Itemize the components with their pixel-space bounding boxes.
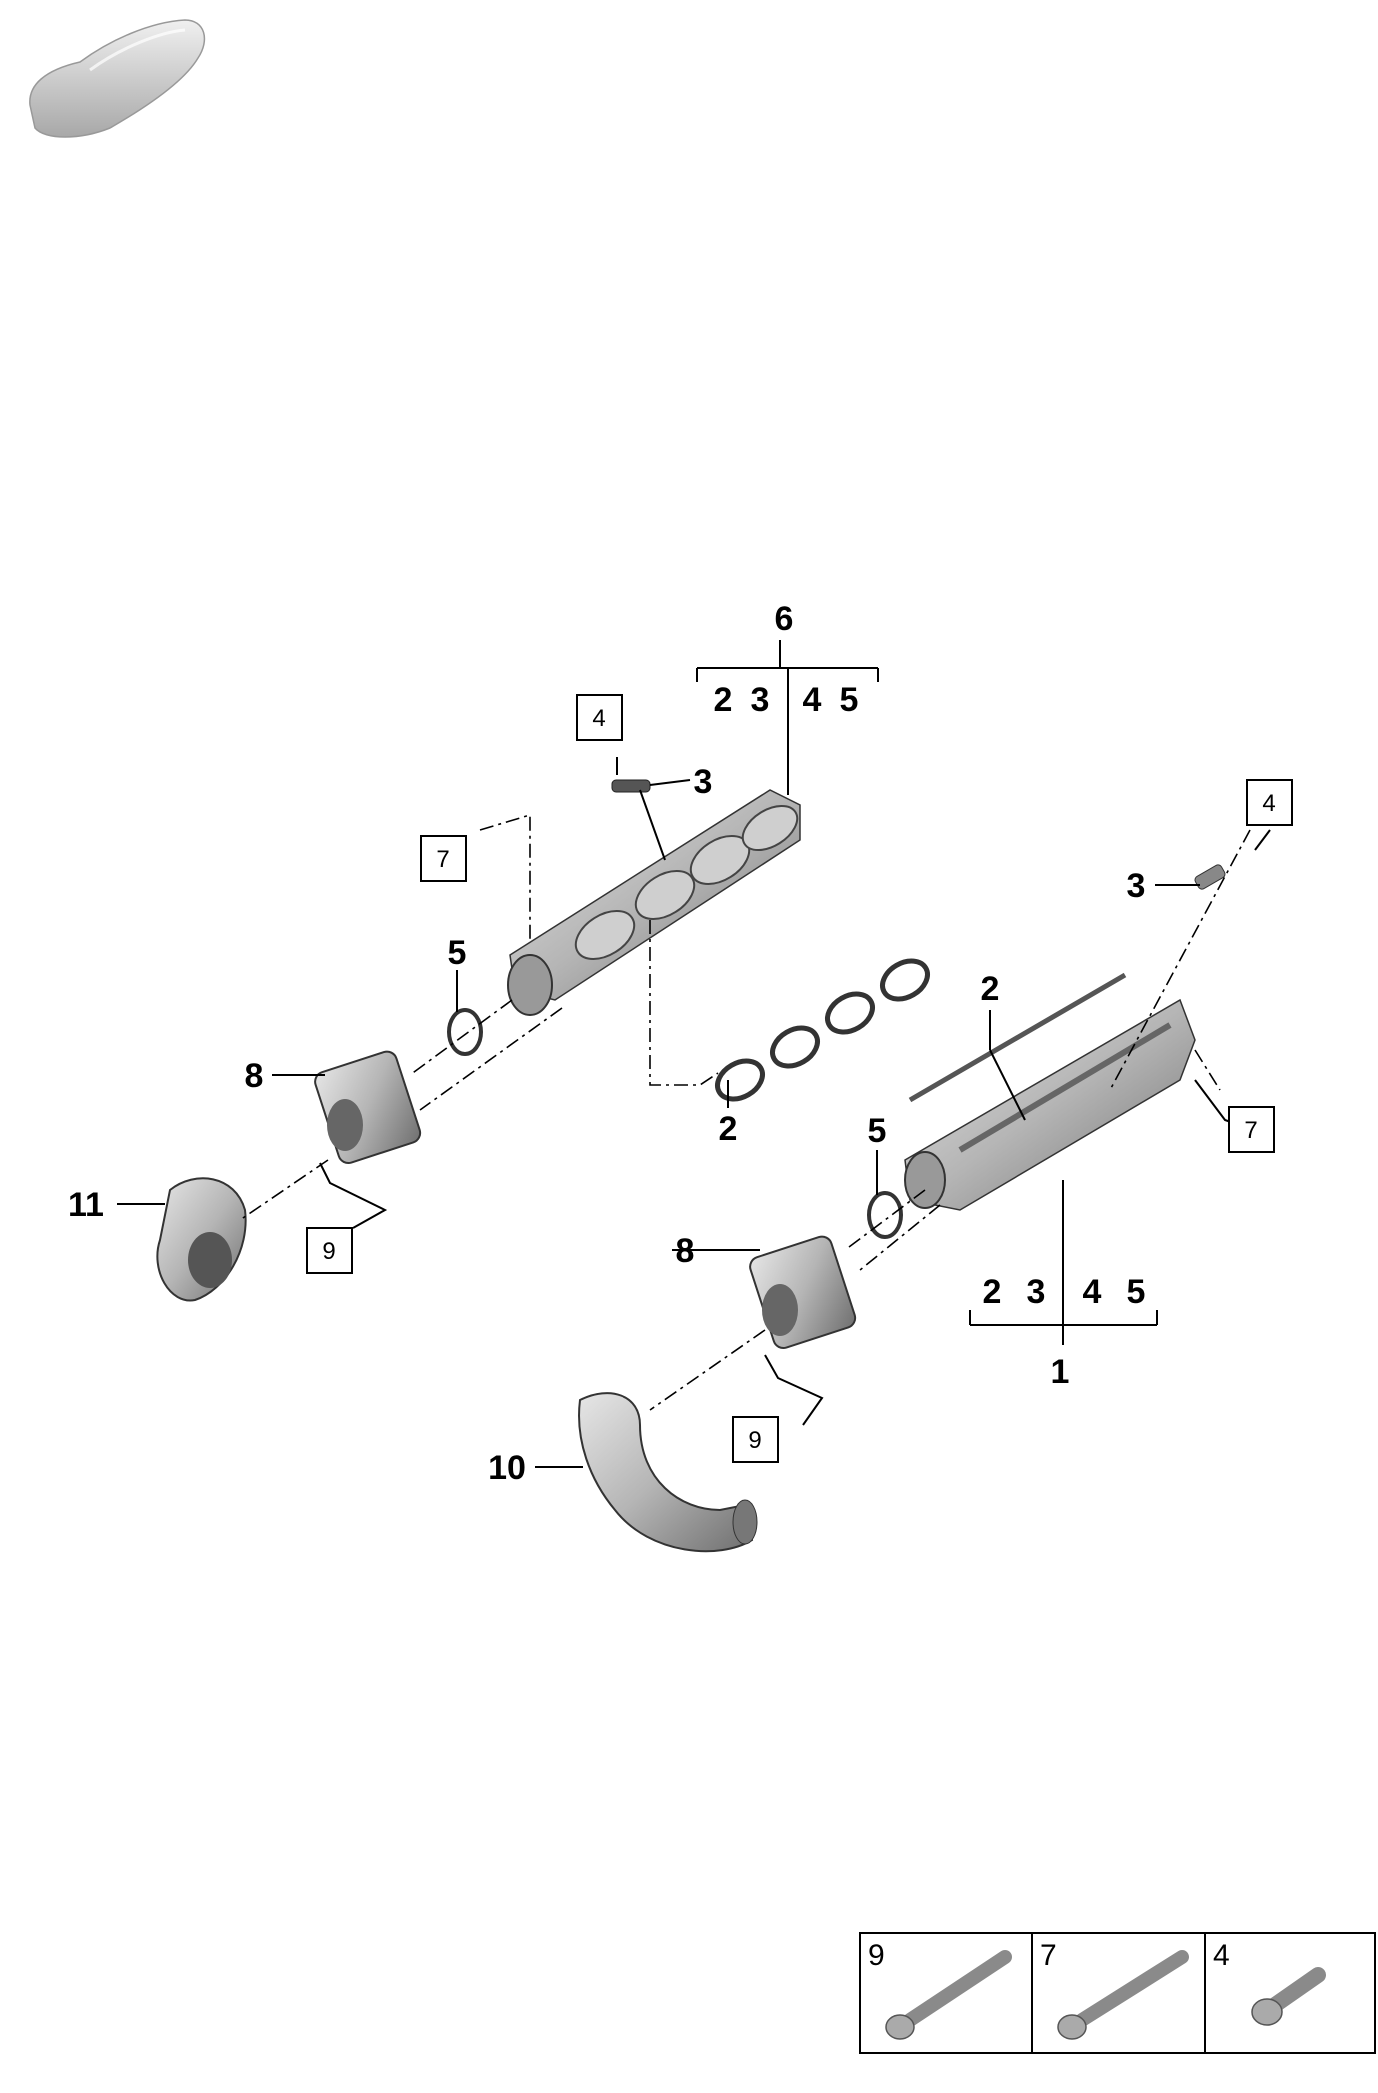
callout-5-right: 5 bbox=[868, 1112, 887, 1150]
svg-text:4: 4 bbox=[592, 705, 605, 732]
svg-text:9: 9 bbox=[748, 1427, 761, 1454]
callout-5-left: 5 bbox=[448, 934, 467, 972]
callout-3-right: 3 bbox=[1127, 867, 1146, 905]
fastener-legend: 9 7 4 bbox=[859, 1932, 1376, 2054]
box-7-right: 7 bbox=[1228, 1106, 1275, 1153]
callout-1: 1 bbox=[1051, 1353, 1070, 1391]
box-9-left: 9 bbox=[306, 1227, 353, 1274]
callout-6-sub-2: 3 bbox=[751, 681, 770, 719]
left-intake-manifold bbox=[507, 789, 801, 1016]
long-bolt-icon bbox=[885, 1950, 1012, 2040]
callout-11: 11 bbox=[68, 1186, 104, 1224]
right-sensor bbox=[1194, 864, 1226, 890]
svg-text:7: 7 bbox=[436, 846, 449, 873]
callout-1-sub-2: 3 bbox=[1027, 1273, 1046, 1311]
legend-cell-4: 4 bbox=[1213, 1939, 1326, 2026]
callout-6: 6 bbox=[775, 600, 794, 638]
long-bolt-icon bbox=[1057, 1950, 1189, 2040]
left-gasket-ring bbox=[447, 1008, 483, 1056]
callout-1-sub-1: 2 bbox=[983, 1273, 1002, 1311]
callout-1-sub-4: 5 bbox=[1127, 1273, 1146, 1311]
leader-lines bbox=[117, 640, 1271, 1468]
left-intake-pipe bbox=[156, 1177, 247, 1302]
right-intake-pipe bbox=[578, 1392, 758, 1553]
callout-6-sub-1: 2 bbox=[714, 681, 733, 719]
box-7-left: 7 bbox=[420, 835, 467, 882]
right-gasket-ring bbox=[867, 1191, 903, 1239]
callout-8-right: 8 bbox=[676, 1232, 695, 1270]
callout-6-sub-4: 5 bbox=[840, 681, 859, 719]
callout-10: 10 bbox=[488, 1449, 526, 1487]
svg-text:4: 4 bbox=[1262, 790, 1275, 817]
left-sensor bbox=[611, 779, 651, 793]
callout-3-left: 3 bbox=[694, 763, 713, 801]
box-9-right: 9 bbox=[732, 1416, 779, 1463]
boxed-references: 4 7 9 4 7 9 bbox=[306, 694, 1293, 1463]
right-intake-manifold bbox=[904, 998, 1196, 1211]
legend-cell-7: 7 bbox=[1040, 1939, 1189, 2040]
callout-2-left: 2 bbox=[719, 1110, 738, 1148]
box-4-right: 4 bbox=[1246, 779, 1293, 826]
svg-text:9: 9 bbox=[868, 1939, 885, 1972]
short-bolt-icon bbox=[1251, 1967, 1326, 2026]
svg-text:7: 7 bbox=[1040, 1939, 1057, 1972]
left-throttle-body bbox=[314, 1050, 422, 1165]
car-silhouette-icon bbox=[29, 19, 206, 138]
box-4-left: 4 bbox=[576, 694, 623, 741]
assembly-lines bbox=[239, 813, 1251, 1411]
svg-text:9: 9 bbox=[322, 1238, 335, 1265]
left-manifold-gaskets bbox=[715, 958, 930, 1102]
svg-text:4: 4 bbox=[1213, 1939, 1230, 1972]
callout-8-left: 8 bbox=[245, 1057, 264, 1095]
callout-6-sub-3: 4 bbox=[803, 681, 822, 719]
right-gasket-strip bbox=[908, 972, 1127, 1103]
legend-cell-9: 9 bbox=[868, 1939, 1012, 2040]
callout-2-right: 2 bbox=[981, 970, 1000, 1008]
callout-1-sub-3: 4 bbox=[1083, 1273, 1102, 1311]
callouts: 6 2 3 4 5 3 5 8 11 2 2 3 5 8 10 2 3 4 5 … bbox=[68, 600, 1145, 1487]
svg-text:7: 7 bbox=[1244, 1117, 1257, 1144]
right-throttle-body bbox=[749, 1235, 857, 1350]
